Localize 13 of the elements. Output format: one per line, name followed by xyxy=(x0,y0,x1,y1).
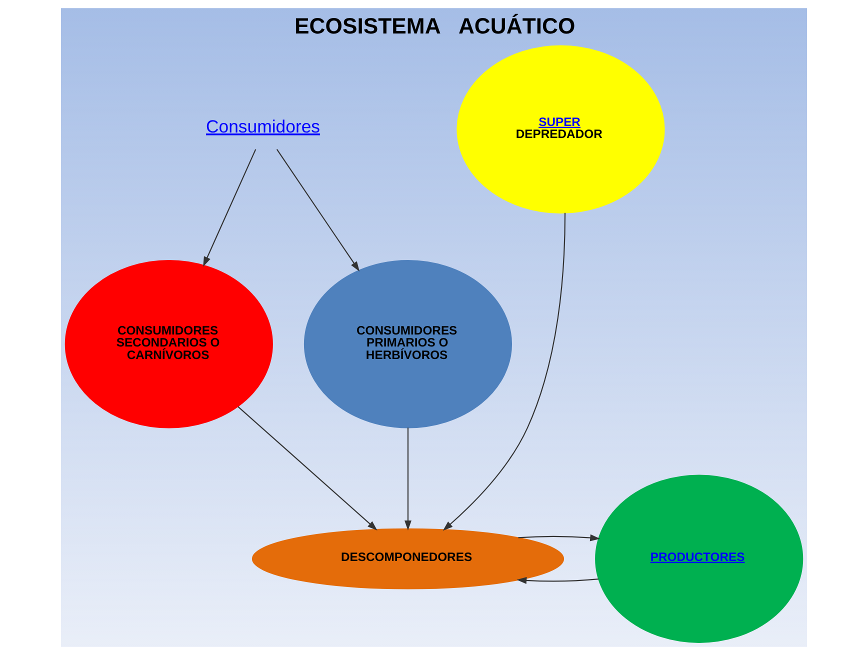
node-text: Consumidores xyxy=(206,116,320,136)
node-ellipse: SUPER DEPREDADOR xyxy=(456,45,665,214)
arrow xyxy=(518,534,600,542)
arrow xyxy=(276,149,360,272)
diagram-title: ECOSISTEMA ACUÁTICO xyxy=(294,14,576,39)
arrow xyxy=(238,406,378,530)
node-ellipse: CONSUMIDORES SECONDARIOS O CARNÍVOROS xyxy=(64,260,273,428)
arrow xyxy=(442,212,566,531)
node-ellipse: PRODUCTORES xyxy=(595,474,804,643)
arrow xyxy=(516,576,598,584)
node-ellipse: DESCOMPONEDORES xyxy=(252,528,564,590)
arrow xyxy=(203,149,256,267)
arrow xyxy=(404,428,412,531)
